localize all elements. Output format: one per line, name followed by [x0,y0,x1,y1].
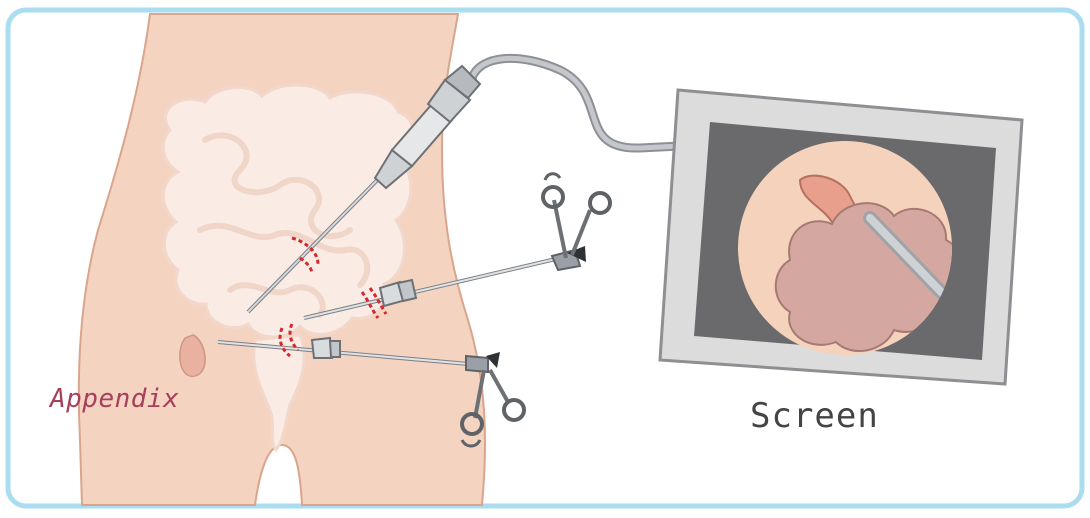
appendix-label: Appendix [50,384,179,414]
screen-label: Screen [750,396,879,436]
monitor-icon [660,90,1022,384]
